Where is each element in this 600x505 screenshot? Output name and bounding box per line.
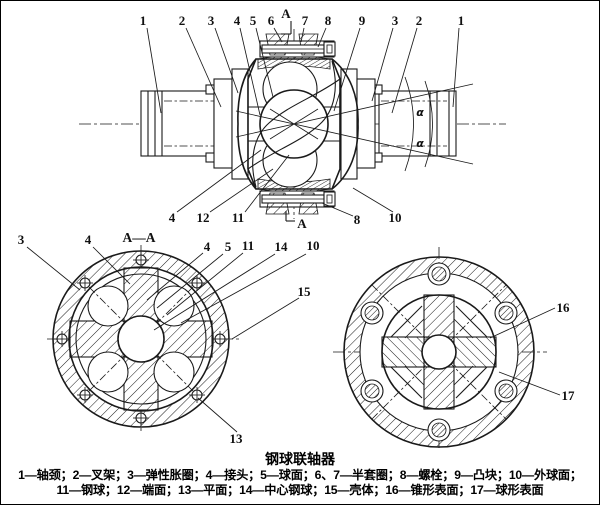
aa-callout-14: 14 bbox=[275, 239, 289, 254]
callout-8-bottom: 8 bbox=[354, 212, 361, 227]
figure-legend-line1: 1—轴颈；2—叉架；3—弹性胀圈；4—接头；5—球面；6、7—半套圈；8—螺栓；… bbox=[18, 468, 582, 482]
aa-callout-10: 10 bbox=[307, 238, 320, 253]
misalignment-angle: α α bbox=[235, 76, 474, 172]
aa-steel-balls bbox=[87, 285, 195, 393]
figure-title: 钢球联轴器 bbox=[265, 451, 335, 467]
top-callouts: 1 2 3 4 5 6 7 8 9 3 2 1 bbox=[140, 13, 465, 116]
callout-10: 10 bbox=[389, 210, 402, 225]
callout-3-left: 3 bbox=[208, 13, 215, 28]
aa-center-ball bbox=[117, 315, 165, 363]
yoke-steps bbox=[213, 68, 376, 180]
angle-alpha-upper: α bbox=[416, 106, 424, 119]
callout-3-right: 3 bbox=[392, 13, 399, 28]
end-cone-chords bbox=[390, 305, 488, 399]
callout-1-right: 1 bbox=[458, 13, 465, 28]
callout-7-top: 7 bbox=[302, 13, 309, 28]
end-callouts: 16 17 bbox=[489, 300, 576, 403]
top-bolt-assembly bbox=[259, 33, 336, 58]
cut-mark-top-label: A bbox=[281, 6, 291, 21]
aa-callout-4a: 4 bbox=[85, 232, 92, 247]
aa-callout-13: 13 bbox=[230, 431, 244, 446]
figure-legend-line2: 11—钢球；12—端面；13—平面；14—中心钢球；15—壳体；16—锥形表面；… bbox=[56, 483, 544, 497]
section-aa-view: A—A 3 4 4 5 11 14 10 15 13 bbox=[18, 230, 320, 446]
end-center-bore bbox=[421, 334, 457, 370]
callout-5-top: 5 bbox=[250, 13, 257, 28]
main-section-view: α α A A 1 2 3 4 5 6 7 8 9 3 2 1 bbox=[79, 6, 506, 231]
callout-4-bottom: 4 bbox=[169, 210, 176, 225]
angle-alpha-lower: α bbox=[416, 137, 424, 150]
callout-6-top: 6 bbox=[268, 13, 275, 28]
end-bolts bbox=[360, 262, 518, 442]
callout-11: 11 bbox=[232, 210, 244, 225]
callout-4-top: 4 bbox=[234, 13, 241, 28]
aa-callouts: 3 4 4 5 11 14 10 15 13 bbox=[18, 232, 320, 446]
end-callout-16: 16 bbox=[557, 300, 571, 315]
callout-8-top: 8 bbox=[325, 13, 332, 28]
bottom-bolt-assembly bbox=[259, 190, 336, 215]
aa-callout-15: 15 bbox=[298, 284, 312, 299]
aa-bolts bbox=[54, 252, 228, 426]
end-callout-17: 17 bbox=[562, 388, 576, 403]
aa-callout-11: 11 bbox=[242, 238, 254, 253]
cut-mark-bottom-label: A bbox=[297, 216, 307, 231]
left-shaft bbox=[140, 90, 215, 157]
figure-caption: 钢球联轴器 1—轴颈；2—叉架；3—弹性胀圈；4—接头；5—球面；6、7—半套圈… bbox=[1, 449, 599, 498]
end-view: 16 17 bbox=[333, 247, 575, 449]
coupling-technical-drawing: α α A A 1 2 3 4 5 6 7 8 9 3 2 1 bbox=[18, 6, 575, 449]
bottom-callouts: 4 12 11 8 10 bbox=[169, 149, 402, 227]
callout-2-left: 2 bbox=[179, 13, 186, 28]
aa-callout-3: 3 bbox=[18, 232, 25, 247]
callout-9-top: 9 bbox=[359, 13, 366, 28]
callout-2-right: 2 bbox=[416, 13, 423, 28]
aa-callout-4b: 4 bbox=[204, 239, 211, 254]
section-view-title: A—A bbox=[123, 230, 156, 245]
section-cut-marks: A A bbox=[281, 6, 307, 231]
callout-12: 12 bbox=[197, 210, 210, 225]
callout-1-left: 1 bbox=[140, 13, 147, 28]
aa-callout-5: 5 bbox=[225, 239, 232, 254]
